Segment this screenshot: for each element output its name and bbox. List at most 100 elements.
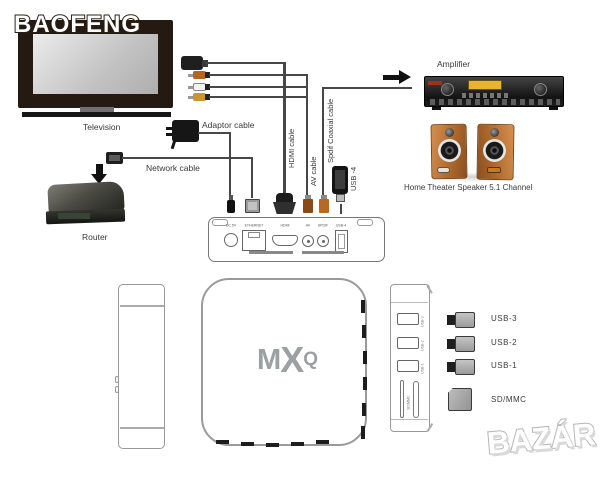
vent-bottom-2	[241, 442, 254, 446]
television-label: Television	[83, 122, 121, 132]
speaker-right-woofer	[483, 139, 506, 162]
dc-plug-body	[227, 200, 235, 213]
arrow-down-icon	[96, 164, 103, 175]
power-adaptor	[172, 120, 199, 142]
box-side-view	[118, 284, 165, 449]
tv-screen	[33, 34, 158, 94]
rear-port-label-av: AV	[305, 224, 311, 228]
vent-bottom-3	[266, 443, 279, 447]
usb3-plug-icon	[455, 312, 475, 328]
usb1-plug-icon-cap	[447, 362, 455, 372]
hdmi-port	[272, 235, 298, 246]
vent-right-6	[361, 426, 365, 439]
network-connector-inner	[109, 155, 120, 161]
arrow-right-icon	[383, 75, 400, 80]
hdmi-cable-label: HDMI cable	[287, 128, 296, 168]
rca-plug-white-tip	[188, 86, 194, 89]
vent-bottom-4	[291, 442, 304, 446]
speaker-left-woofer	[438, 139, 461, 162]
av-line-1	[209, 74, 306, 76]
box-side-view-button-1	[115, 376, 119, 383]
dc-port	[224, 233, 238, 247]
usb2-label: USB-2	[491, 338, 518, 347]
rca-plug-red-tip	[188, 74, 194, 77]
rear-panel-slot-right	[302, 251, 344, 254]
vent-bottom-1	[216, 440, 229, 444]
av-plug	[303, 199, 313, 213]
speaker-left-tweeter	[445, 128, 454, 137]
panel-usb3-port	[397, 313, 419, 325]
rear-port-label-hdmi: HDMI	[280, 224, 290, 228]
panel-usb2-label: USB-2	[421, 340, 425, 351]
adaptor-cable-line-v	[229, 132, 231, 196]
speaker-right-badge	[487, 167, 501, 173]
amplifier-display	[468, 80, 502, 90]
power-adaptor-stub	[170, 139, 177, 150]
usb-stick-connector	[336, 194, 345, 202]
television	[18, 20, 173, 108]
rear-panel-tab-left	[212, 219, 228, 226]
sd-mmc-label: SD/MMC	[491, 395, 527, 404]
rear-port-label-dc: DC 5V	[225, 224, 237, 228]
speakers-label: Home Theater Speaker 5.1 Channel	[404, 183, 533, 192]
panel-sd-slot-2	[413, 381, 419, 418]
tv-stand-neck	[80, 107, 114, 113]
power-adaptor-prong-1	[166, 127, 173, 130]
hdmi-plug-boot	[276, 193, 293, 203]
panel-sd-slot-1	[400, 380, 404, 418]
amplifier-knob-right	[534, 83, 547, 96]
vent-bottom-5	[316, 440, 329, 444]
usb-stick-panel	[335, 170, 345, 189]
panel-usb1-label: USB-1	[421, 363, 425, 374]
rear-port-label-spdif: SPDIF	[317, 224, 329, 228]
vent-right-4	[363, 377, 367, 390]
usb3-label: USB-3	[491, 314, 518, 323]
usb4-cable-label: USB -4	[349, 166, 358, 191]
speaker-left-badge	[437, 167, 450, 173]
rca-plug-yellow-tip	[188, 96, 194, 99]
arrow-down-icon-head	[91, 174, 107, 184]
usb2-plug-icon	[455, 336, 475, 352]
spdif-port-pin	[321, 239, 325, 243]
rear-port-label-usb4: USB-4	[335, 224, 347, 228]
hdmi-plug	[273, 202, 296, 214]
rca-plug-red-back	[205, 72, 210, 78]
ethernet-port-inner	[248, 232, 260, 238]
hdmi-cable-line-v	[283, 62, 286, 196]
speaker-right-tweeter	[490, 128, 499, 137]
watermark-baofeng: BAOFENG	[13, 10, 141, 39]
tv-stand-bar	[22, 112, 171, 117]
panel-usb2-port	[397, 337, 419, 349]
network-cable-label: Network cable	[146, 163, 200, 173]
amplifier-foot-right	[549, 107, 558, 110]
box-port-panel	[390, 284, 430, 432]
power-adaptor-prong-2	[166, 133, 173, 136]
ethernet-plug-inner	[248, 202, 257, 210]
sd-card-icon	[448, 388, 472, 411]
network-cable-line-h	[122, 157, 253, 159]
amplifier-brand	[428, 81, 442, 85]
rear-panel-slot-left	[249, 251, 293, 254]
vent-right-1	[361, 300, 365, 313]
spdif-cable-line-v	[322, 87, 324, 196]
rca-plug-red	[193, 71, 206, 79]
hdmi-connector-neck	[202, 60, 208, 67]
rear-port-label-ethernet: ETHERNET	[244, 224, 264, 228]
box-side-view-top-line	[120, 305, 164, 307]
av-line-2	[209, 86, 306, 88]
panel-sd-label: SD/MMC	[407, 395, 411, 410]
box-port-panel-line-top	[391, 302, 428, 303]
rear-panel-tab-right	[357, 219, 373, 226]
rca-plug-white-back	[205, 84, 210, 90]
usb4-line	[340, 204, 342, 214]
watermark-bazar: BAZÁR	[485, 415, 598, 461]
amplifier-button-row-2	[430, 99, 560, 105]
panel-usb1-port	[397, 360, 419, 372]
rca-plug-yellow-back	[205, 94, 210, 100]
box-top-view	[201, 278, 367, 446]
box-side-view-bottom-line	[120, 427, 164, 429]
box-side-view-button-2	[115, 386, 119, 393]
adaptor-cable-label: Adaptor cable	[202, 120, 255, 130]
arrow-right-icon-head	[399, 70, 411, 84]
